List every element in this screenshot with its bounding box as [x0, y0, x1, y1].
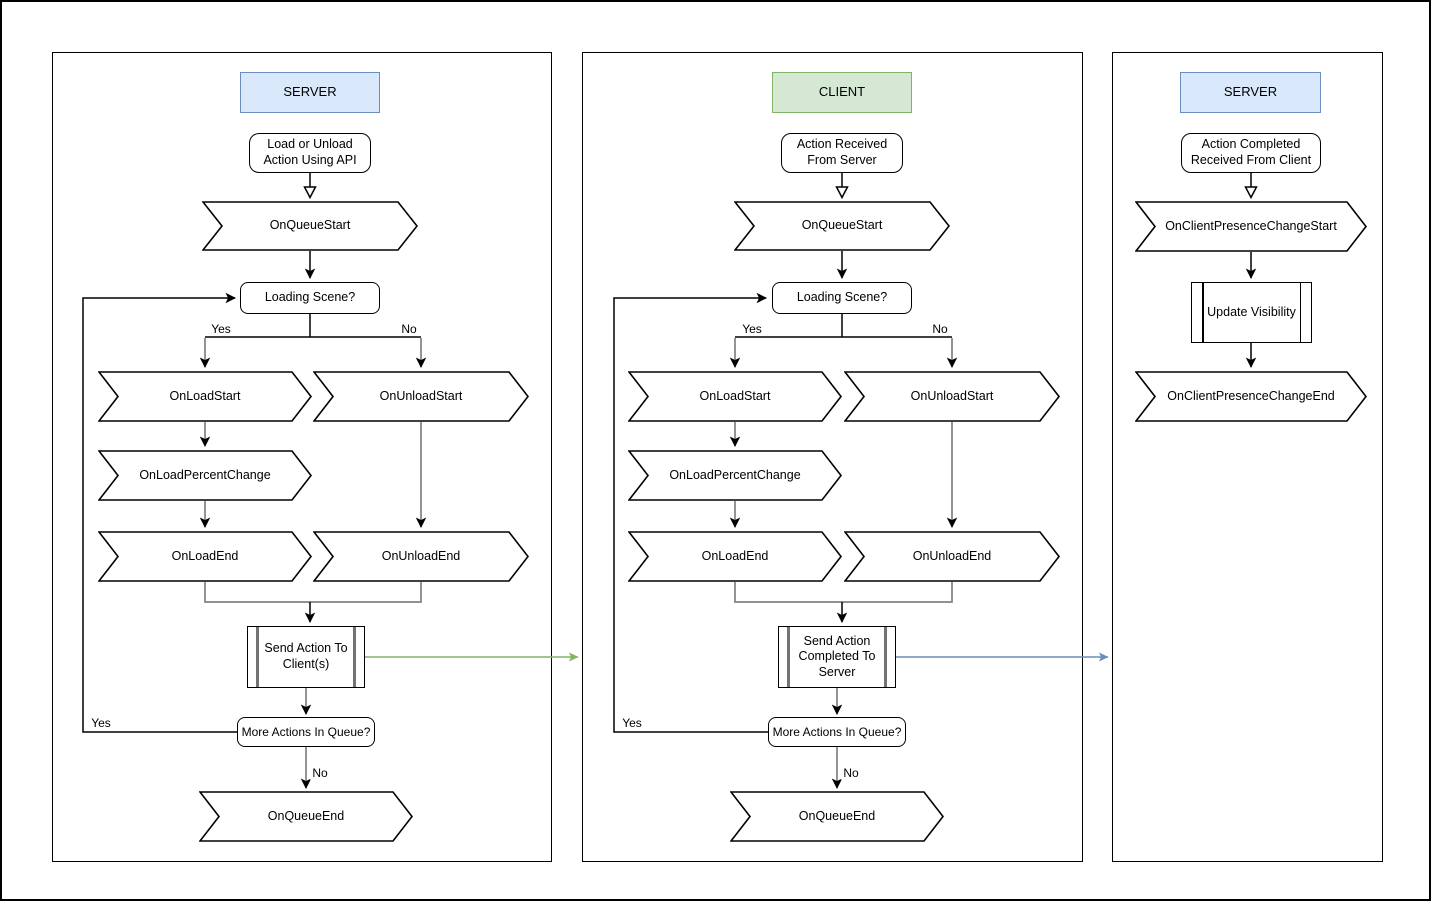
p1-onunloadend-label: OnUnloadEnd: [381, 548, 461, 563]
p2-onunloadstart-label: OnUnloadStart: [910, 388, 994, 403]
p2-end-no-label: No: [841, 766, 861, 780]
p1-onloadstart-label: OnLoadStart: [169, 388, 241, 403]
p1-onqueuestart-label: OnQueueStart: [269, 218, 351, 233]
p1-loop-yes-label: Yes: [89, 716, 113, 730]
p1-start-node: Load or Unload Action Using API: [249, 133, 371, 173]
panel-client-queue: [582, 52, 1083, 862]
p1-onloadpercentchange-node: OnLoadPercentChange: [98, 450, 312, 501]
p2-send-action-subroutine: Send Action Completed To Server: [778, 626, 896, 688]
p3-update-visibility-subroutine: Update Visibility: [1191, 282, 1312, 343]
p2-send-action-label: Send Action Completed To Server: [798, 633, 876, 679]
panel-server-presence: [1112, 52, 1383, 862]
p2-client-header: CLIENT: [772, 72, 912, 113]
p2-more-actions-label: More Actions In Queue?: [772, 724, 902, 739]
p2-start-label: Action Received From Server: [796, 137, 888, 167]
p1-branch-no-label: No: [399, 322, 419, 336]
p2-start-node: Action Received From Server: [781, 133, 903, 173]
p2-more-actions-decision: More Actions In Queue?: [768, 717, 906, 747]
p1-end-no-label: No: [310, 766, 330, 780]
p1-branch-yes-label: Yes: [209, 322, 233, 336]
p2-onloadend-label: OnLoadEnd: [701, 548, 769, 563]
p3-presencechangestart-node: OnClientPresenceChangeStart: [1135, 201, 1367, 252]
p2-onunloadend-label: OnUnloadEnd: [912, 548, 992, 563]
p2-branch-no-label: No: [930, 322, 950, 336]
p1-onunloadstart-label: OnUnloadStart: [379, 388, 463, 403]
p2-branch-yes-label: Yes: [740, 322, 764, 336]
p1-onqueuestart-node: OnQueueStart: [202, 201, 418, 251]
p1-onloadend-node: OnLoadEnd: [98, 531, 312, 582]
p2-onloadpercentchange-node: OnLoadPercentChange: [628, 450, 842, 501]
p1-onloadstart-node: OnLoadStart: [98, 371, 312, 422]
p2-onqueuestart-label: OnQueueStart: [801, 218, 883, 233]
p2-onloadstart-label: OnLoadStart: [699, 388, 771, 403]
p1-start-label: Load or Unload Action Using API: [263, 137, 357, 167]
p1-loading-scene-label: Loading Scene?: [264, 290, 356, 305]
p2-loading-scene-label: Loading Scene?: [796, 290, 888, 305]
p3-server-header: SERVER: [1180, 72, 1321, 113]
p1-server-header: SERVER: [240, 72, 380, 113]
p2-onunloadstart-node: OnUnloadStart: [844, 371, 1060, 422]
p2-onunloadend-node: OnUnloadEnd: [844, 531, 1060, 582]
p3-server-header-label: SERVER: [1223, 84, 1278, 100]
panel-server-queue: [52, 52, 552, 862]
p1-server-header-label: SERVER: [283, 84, 337, 100]
p1-onloadpercentchange-label: OnLoadPercentChange: [139, 467, 271, 482]
edge-p2-merge-bar: [734, 582, 953, 603]
p2-onloadstart-node: OnLoadStart: [628, 371, 842, 422]
p2-client-header-label: CLIENT: [818, 84, 866, 100]
p3-update-visibility-label: Update Visibility: [1207, 304, 1296, 319]
p1-onqueueend-label: OnQueueEnd: [267, 808, 345, 823]
p1-onunloadend-node: OnUnloadEnd: [313, 531, 529, 582]
p2-onqueuestart-node: OnQueueStart: [734, 201, 950, 251]
edge-p1-merge-bar: [204, 582, 422, 603]
p1-more-actions-decision: More Actions In Queue?: [237, 717, 375, 747]
p2-loop-yes-label: Yes: [620, 716, 644, 730]
p1-onqueueend-node: OnQueueEnd: [199, 791, 413, 842]
p3-presencechangestart-label: OnClientPresenceChangeStart: [1165, 218, 1337, 233]
p3-start-label: Action Completed Received From Client: [1190, 137, 1312, 167]
p1-send-action-label: Send Action To Client(s): [264, 641, 348, 671]
p1-onloadend-label: OnLoadEnd: [171, 548, 239, 563]
p2-onloadend-node: OnLoadEnd: [628, 531, 842, 582]
p1-loading-scene-decision: Loading Scene?: [240, 282, 380, 314]
p2-onloadpercentchange-label: OnLoadPercentChange: [669, 467, 801, 482]
p3-presencechangeend-label: OnClientPresenceChangeEnd: [1167, 388, 1335, 403]
p2-onqueueend-node: OnQueueEnd: [730, 791, 944, 842]
edge-p2-loop-yes: [613, 292, 768, 733]
p2-loading-scene-decision: Loading Scene?: [772, 282, 912, 314]
edge-p1-loop-yes: [82, 292, 237, 733]
p1-more-actions-label: More Actions In Queue?: [241, 724, 371, 739]
p2-onqueueend-label: OnQueueEnd: [798, 808, 876, 823]
p1-send-action-subroutine: Send Action To Client(s): [247, 626, 365, 688]
p3-presencechangeend-node: OnClientPresenceChangeEnd: [1135, 371, 1367, 422]
p3-start-node: Action Completed Received From Client: [1181, 133, 1321, 173]
p1-onunloadstart-node: OnUnloadStart: [313, 371, 529, 422]
